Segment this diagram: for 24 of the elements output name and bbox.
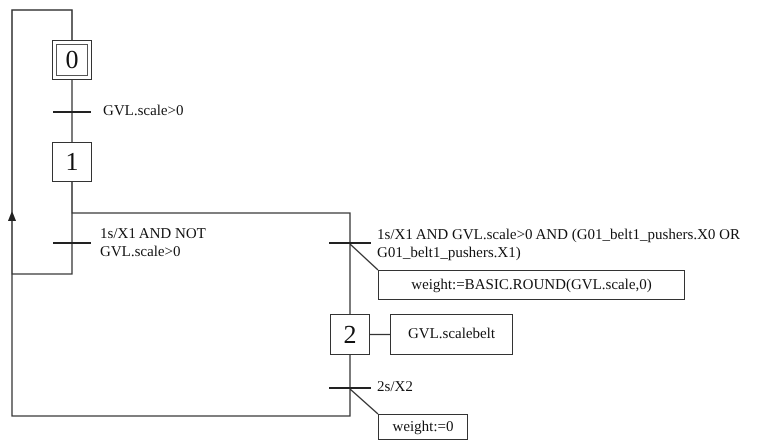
transition-condition: GVL.scale>0 xyxy=(103,102,185,120)
flow-line xyxy=(71,113,73,142)
step-number: 0 xyxy=(66,45,78,75)
transition-condition: 2s/X2 xyxy=(377,378,414,396)
flow-line xyxy=(370,334,390,336)
flow-line xyxy=(349,244,351,314)
action-text: weight:=0 xyxy=(392,418,454,436)
step-box xyxy=(52,142,92,182)
step-number: 2 xyxy=(344,320,356,350)
step-number: 1 xyxy=(66,147,78,177)
transition-condition: 1s/X1 AND NOT GVL.scale>0 xyxy=(100,225,207,261)
flow-line xyxy=(350,388,378,414)
action-box xyxy=(390,314,513,355)
step-box xyxy=(330,314,370,355)
flow-line xyxy=(71,182,351,242)
flow-line xyxy=(71,80,73,111)
action-box xyxy=(378,270,685,300)
action-box xyxy=(378,414,468,440)
action-text: GVL.scalebelt xyxy=(408,326,496,343)
initial-step-box xyxy=(52,40,92,80)
flow-line xyxy=(350,244,378,270)
action-text: weight:=BASIC.ROUND(GVL.scale,0) xyxy=(411,276,652,294)
transition-condition: 1s/X1 AND GVL.scale>0 AND (G01_belt1_pushers.X0 OR G01_belt1_pushers.X1) xyxy=(377,226,742,262)
flow-line xyxy=(349,355,351,387)
